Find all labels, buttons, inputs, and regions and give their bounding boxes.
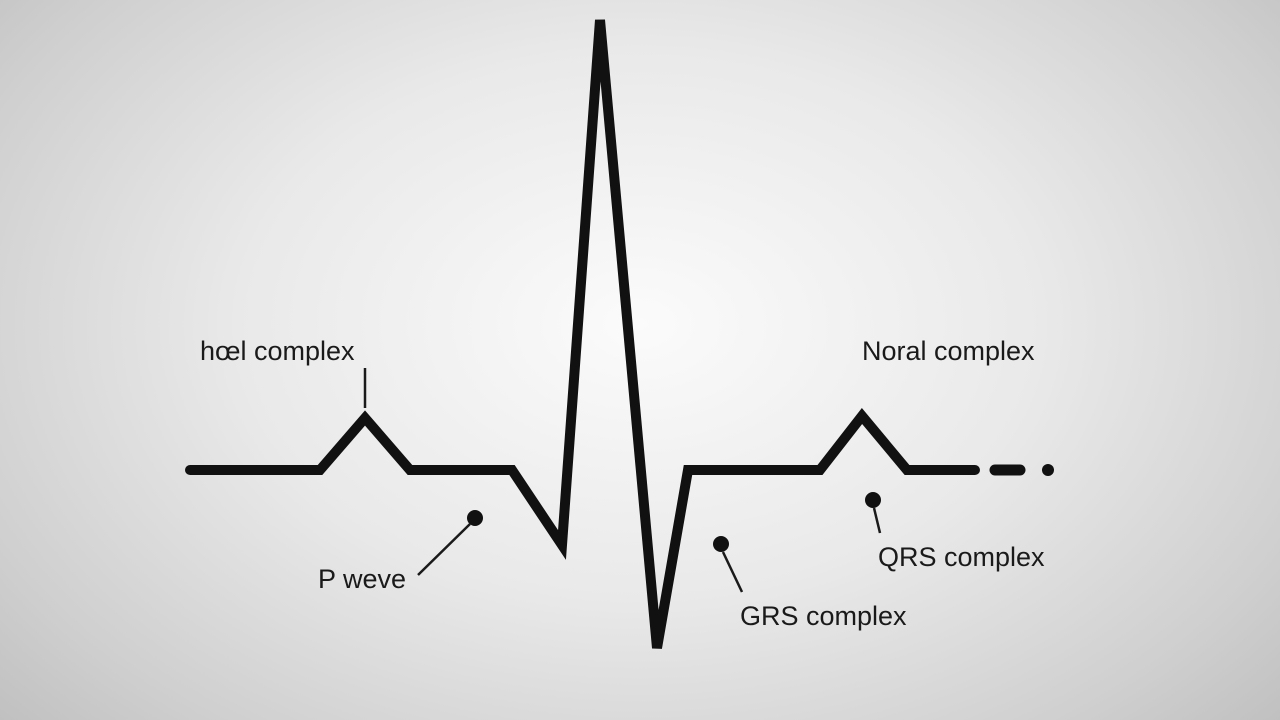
pointer-p-wave — [417, 523, 471, 576]
continuation-dot — [1042, 464, 1054, 476]
ecg-waveform-trace — [185, 19, 980, 649]
marker-p-wave — [467, 510, 483, 526]
label-qrs-right: QRS complex — [878, 542, 1045, 572]
pointer-qrs-center — [721, 551, 744, 593]
label-p-wave: P weve — [318, 564, 406, 594]
pointer-qrs-right — [872, 507, 882, 534]
label-top-left: hœl complex — [200, 336, 355, 366]
marker-qrs-right — [865, 492, 881, 508]
label-qrs-center: GRS complex — [740, 601, 907, 631]
label-top-right: Noral complex — [862, 336, 1035, 366]
marker-qrs-center — [713, 536, 729, 552]
